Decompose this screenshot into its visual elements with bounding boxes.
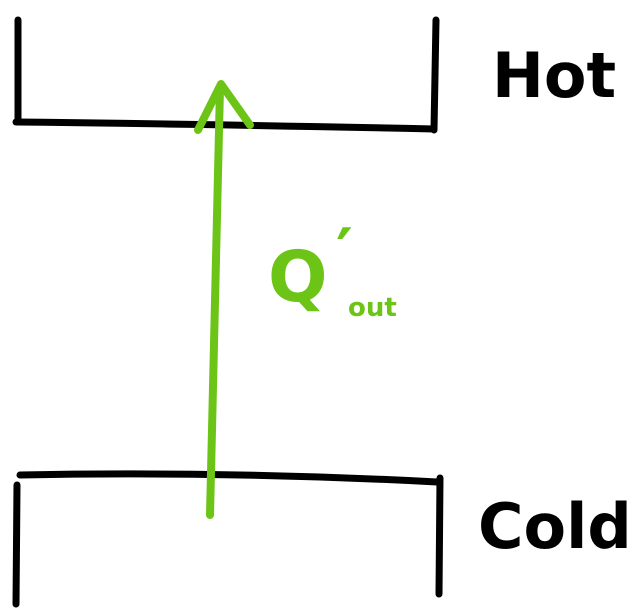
heat-label-symbol: Q (268, 236, 328, 318)
cold-reservoir (12, 470, 444, 608)
hot-reservoir-bottom (12, 118, 438, 133)
cold-reservoir-top (16, 470, 441, 486)
hot-reservoir (12, 16, 440, 134)
arrow-up-icon (194, 80, 254, 519)
cold-reservoir-left-wall (12, 481, 21, 608)
heat-arrow-head (194, 80, 254, 134)
hot-reservoir-right-wall (430, 16, 440, 134)
heat-arrow-shaft (206, 84, 224, 519)
hot-label: Hot (492, 39, 616, 112)
cold-reservoir-right-wall (435, 474, 444, 598)
heat-label-prime: ′ (336, 216, 353, 290)
cold-label: Cold (478, 490, 632, 563)
heat-label: Q ′ out (268, 216, 397, 323)
heat-label-subscript: out (348, 293, 397, 323)
